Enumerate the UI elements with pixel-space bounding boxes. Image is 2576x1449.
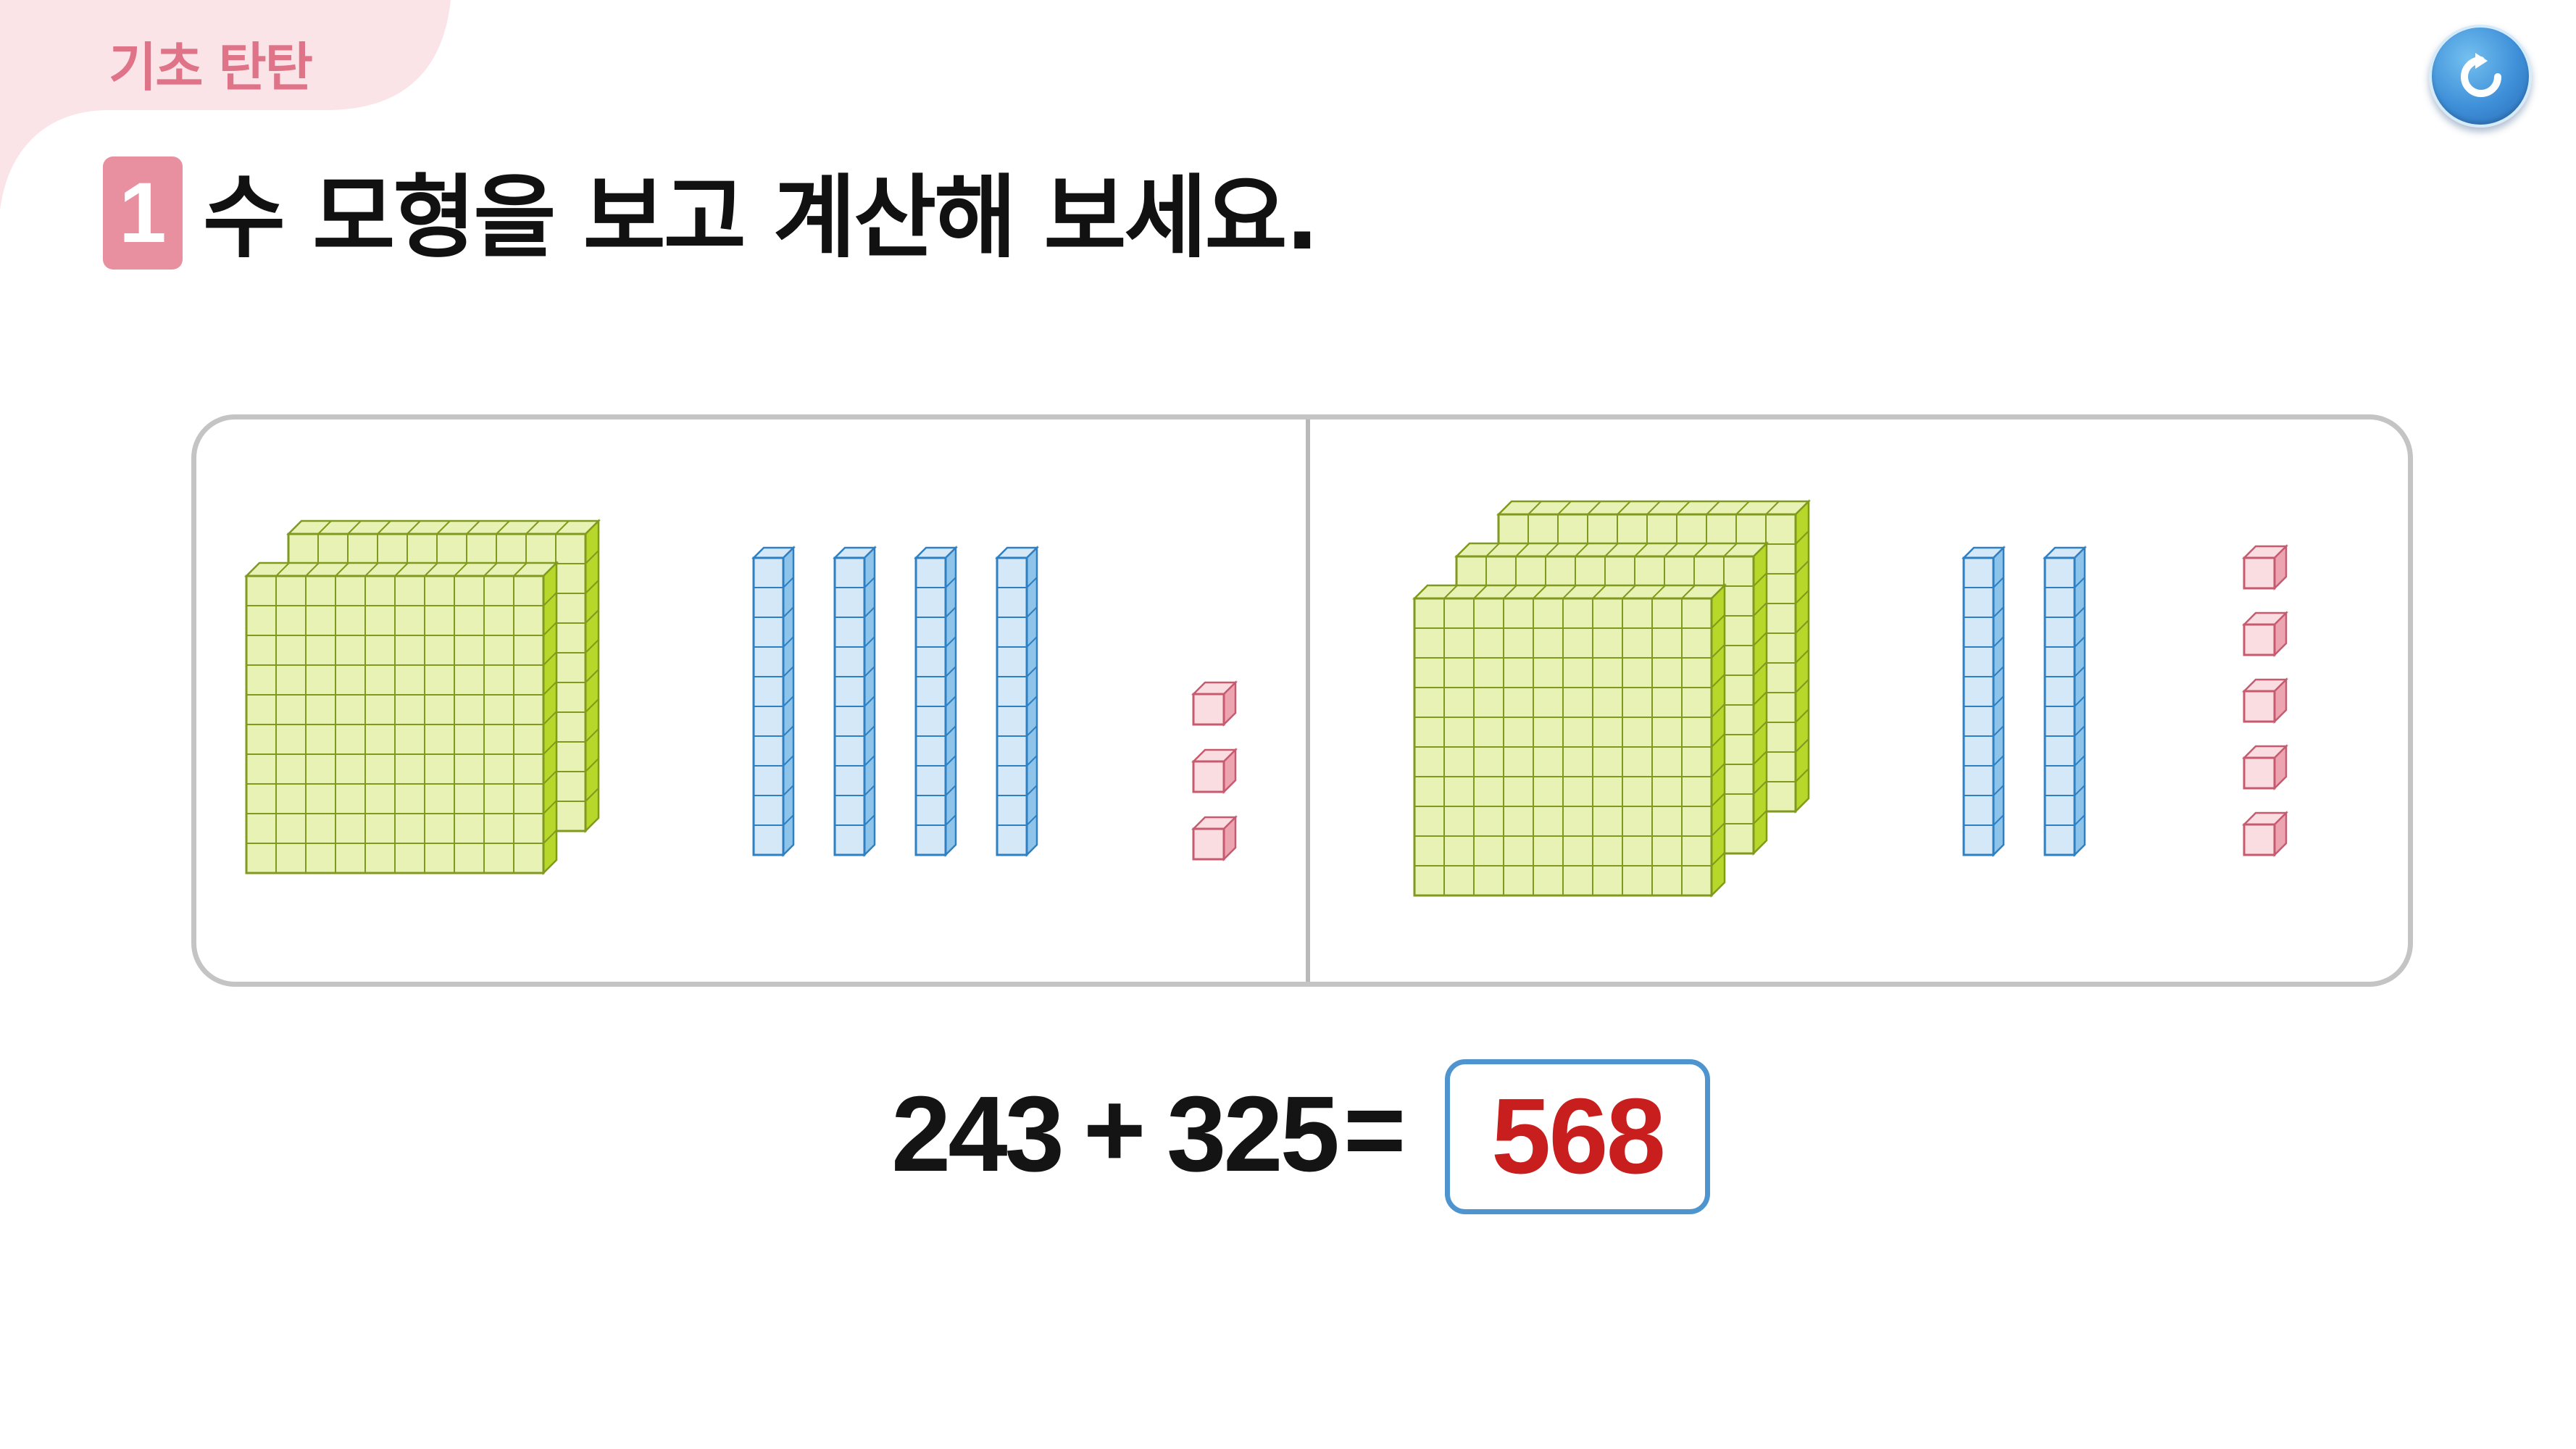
plus-sign: +	[1083, 1070, 1146, 1190]
reset-button[interactable]	[2429, 25, 2532, 128]
one-cube	[2241, 743, 2289, 791]
one-cube	[2241, 810, 2289, 858]
one-cube	[2241, 543, 2289, 591]
panel-divider	[1306, 419, 1310, 982]
question-text: 수 모형을 보고 계산해 보세요.	[203, 166, 1320, 270]
right-operand: 325	[1167, 1074, 1340, 1194]
one-cube	[1191, 814, 1238, 862]
hundred-block	[1412, 582, 1727, 898]
question-number-badge: 1	[103, 156, 183, 270]
left-operand: 243	[891, 1074, 1064, 1194]
ten-rod	[913, 545, 959, 858]
one-cube	[2241, 610, 2289, 658]
section-tab-label: 기초 탄탄	[109, 37, 313, 98]
equals-sign: =	[1343, 1070, 1406, 1190]
answer-value: 568	[1491, 1077, 1666, 1196]
one-cube	[2241, 677, 2289, 724]
ten-rod	[994, 545, 1040, 858]
answer-box[interactable]: 568	[1445, 1059, 1710, 1214]
hundred-block	[243, 560, 559, 876]
refresh-icon	[2461, 53, 2501, 97]
ten-rod	[2042, 545, 2088, 858]
ten-rod	[832, 545, 878, 858]
one-cube	[1191, 680, 1238, 727]
ten-rod	[751, 545, 796, 858]
ten-rod	[1961, 545, 2006, 858]
section-tab-background	[0, 0, 451, 210]
one-cube	[1191, 747, 1238, 795]
